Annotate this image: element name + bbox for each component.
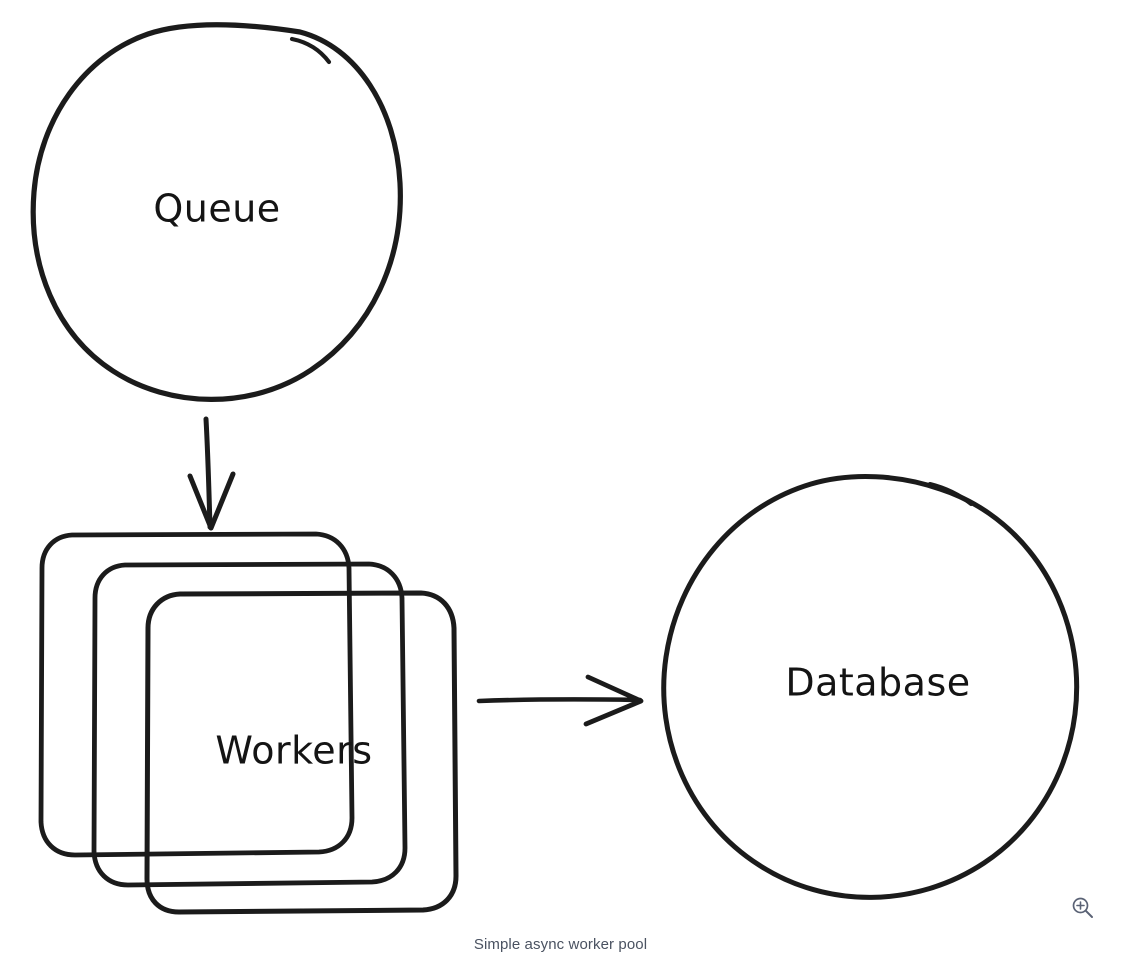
node-database[interactable]: Database (661, 474, 1080, 900)
workers-to-database-arrowhead (583, 674, 644, 727)
database-label: Database (785, 661, 970, 705)
database-circle-overshoot (928, 482, 973, 506)
node-queue[interactable]: Queue (30, 22, 403, 402)
workers-card-back (38, 531, 355, 858)
diagram-caption: Simple async worker pool (473, 936, 648, 953)
workers-label: Workers (215, 729, 372, 773)
workers-card-front (144, 590, 459, 915)
workers-to-database-shaft (476, 697, 643, 704)
database-circle-outline (661, 474, 1080, 900)
queue-label: Queue (153, 187, 280, 231)
queue-to-workers-arrowhead (187, 471, 236, 531)
queue-circle-overshoot (289, 36, 332, 65)
queue-circle-outline (30, 22, 403, 402)
node-workers[interactable]: Workers (38, 531, 459, 915)
edge-workers-to-database[interactable] (476, 674, 644, 727)
zoom-in-button[interactable] (1068, 893, 1098, 923)
workers-card-middle (91, 561, 408, 888)
edge-queue-to-workers[interactable] (187, 416, 236, 531)
zoom-in-icon (1072, 897, 1093, 918)
queue-to-workers-shaft (203, 416, 213, 530)
